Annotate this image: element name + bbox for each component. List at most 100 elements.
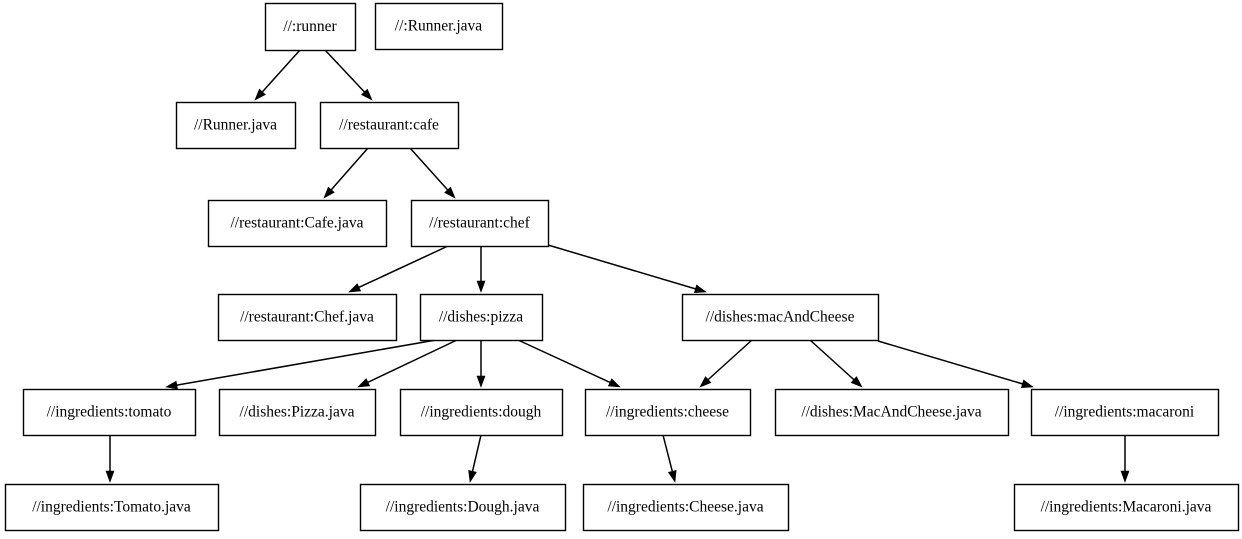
node-box[interactable] [419, 293, 544, 342]
graph-node-ingredients_macaroni[interactable]: //ingredients:macaroni [1030, 388, 1220, 437]
arrowhead-icon [323, 186, 335, 199]
graph-edge [699, 339, 753, 388]
arrowhead-icon [444, 186, 456, 199]
node-label: //ingredients:tomato [47, 404, 172, 421]
arrowhead-icon [667, 469, 677, 483]
node-box[interactable] [217, 293, 398, 342]
node-box[interactable] [410, 199, 550, 248]
arrowhead-icon [607, 378, 621, 388]
edge-line [176, 339, 437, 386]
graph-edge [105, 435, 115, 483]
graph-edge [877, 340, 1034, 389]
node-box[interactable] [374, 2, 504, 51]
graph-node-ingredients_dough_java[interactable]: //ingredients:Dough.java [359, 483, 567, 532]
edge-line [330, 147, 369, 191]
graph-node-dishes_pizza_java[interactable]: //dishes:Pizza.java [218, 388, 377, 437]
node-box[interactable] [264, 2, 357, 52]
graph-edge [809, 339, 863, 388]
edge-line [358, 245, 449, 289]
edge-line [324, 49, 366, 93]
arrowhead-icon [699, 376, 712, 388]
node-box[interactable] [584, 388, 752, 437]
graph-edge [323, 147, 369, 199]
graph-edge [476, 340, 486, 388]
graph-node-restaurant_cafe_java[interactable]: //restaurant:Cafe.java [207, 199, 388, 248]
node-label: //restaurant:Cafe.java [231, 215, 364, 232]
graph-node-dishes_pizza[interactable]: //dishes:pizza [419, 293, 544, 342]
node-label: //dishes:pizza [439, 309, 523, 326]
node-box[interactable] [4, 483, 220, 532]
node-label: //:Runner.java [395, 18, 483, 35]
edge-line [809, 339, 855, 381]
node-box[interactable] [218, 388, 377, 437]
graph-edge [165, 339, 437, 390]
edge-line [409, 147, 449, 191]
graph-node-root_runner_java[interactable]: //:Runner.java [374, 2, 504, 51]
graph-node-runner[interactable]: //:runner [264, 2, 357, 52]
node-box[interactable] [399, 388, 564, 437]
node-label: //ingredients:dough [421, 404, 542, 421]
arrowhead-icon [850, 376, 863, 388]
arrowhead-icon [476, 280, 486, 293]
graph-node-ingredients_dough[interactable]: //ingredients:dough [399, 388, 564, 437]
node-label: //ingredients:cheese [606, 404, 729, 421]
arrowhead-icon [105, 470, 115, 483]
node-label: //dishes:MacAndCheese.java [801, 404, 981, 421]
graph-node-restaurant_chef_java[interactable]: //restaurant:Chef.java [217, 293, 398, 342]
graph-node-runner_java[interactable]: //Runner.java [175, 101, 297, 150]
node-box[interactable] [774, 388, 1010, 437]
arrowhead-icon [468, 469, 477, 483]
node-box[interactable] [681, 293, 880, 342]
graph-edge [662, 434, 677, 483]
edge-line [367, 339, 458, 383]
arrowhead-icon [254, 88, 266, 101]
graph-edge [547, 244, 707, 294]
graph-node-ingredients_tomato_java[interactable]: //ingredients:Tomato.java [4, 483, 220, 532]
node-box[interactable] [359, 483, 567, 532]
graph-node-ingredients_cheese[interactable]: //ingredients:cheese [584, 388, 752, 437]
edge-line [471, 434, 482, 472]
node-box[interactable] [582, 483, 790, 532]
edge-line [662, 434, 674, 472]
graph-node-restaurant_cafe[interactable]: //restaurant:cafe [319, 101, 460, 150]
graph-edge [517, 339, 621, 388]
node-label: //dishes:Pizza.java [240, 404, 355, 421]
arrowhead-icon [165, 380, 178, 390]
arrowhead-icon [693, 284, 707, 294]
node-label: //Runner.java [194, 117, 277, 134]
node-label: //ingredients:Dough.java [386, 499, 540, 516]
arrowhead-icon [361, 88, 373, 101]
graph-node-ingredients_macaroni_java[interactable]: //ingredients:Macaroni.java [1013, 483, 1240, 532]
arrowhead-icon [1020, 379, 1034, 389]
node-label: //ingredients:Tomato.java [32, 499, 191, 516]
arrowhead-icon [357, 378, 371, 388]
node-box[interactable] [22, 388, 197, 437]
edge-line [261, 49, 301, 93]
node-label: //dishes:macAndCheese [706, 309, 855, 326]
graph-edge [409, 147, 456, 199]
graph-edge [1120, 435, 1130, 483]
edge-line [877, 340, 1023, 385]
node-label: //restaurant:chef [429, 215, 531, 232]
graph-node-ingredients_cheese_java[interactable]: //ingredients:Cheese.java [582, 483, 790, 532]
graph-edge [348, 245, 449, 293]
node-box[interactable] [1030, 388, 1220, 437]
edges-layer [105, 49, 1130, 483]
node-label: //restaurant:cafe [339, 117, 439, 134]
graph-node-restaurant_chef[interactable]: //restaurant:chef [410, 199, 550, 248]
graph-edge [468, 434, 482, 483]
node-label: //ingredients:Cheese.java [607, 499, 763, 516]
graph-node-ingredients_tomato[interactable]: //ingredients:tomato [22, 388, 197, 437]
node-box[interactable] [1013, 483, 1240, 532]
graph-node-dishes_mac_java[interactable]: //dishes:MacAndCheese.java [774, 388, 1010, 437]
graph-node-dishes_macandcheese[interactable]: //dishes:macAndCheese [681, 293, 880, 342]
graph-edge [254, 49, 301, 101]
node-box[interactable] [175, 101, 297, 150]
node-box[interactable] [207, 199, 388, 248]
graph-edge [324, 49, 373, 101]
node-box[interactable] [319, 101, 460, 150]
node-label: //ingredients:Macaroni.java [1041, 499, 1212, 516]
arrowhead-icon [348, 283, 362, 293]
